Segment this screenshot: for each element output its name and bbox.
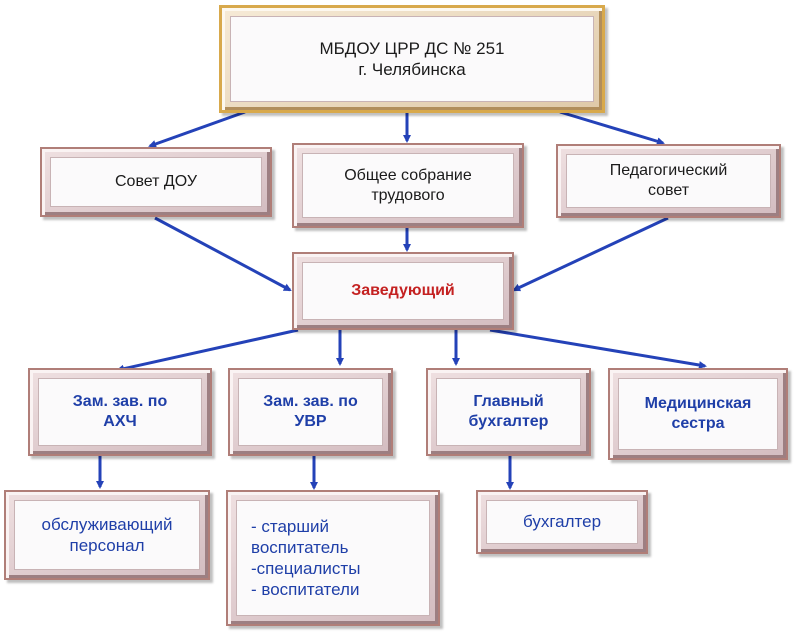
root-city: г. Челябинска xyxy=(358,60,466,79)
vospitateli-line-1: - старший xyxy=(251,516,330,536)
buhgalter-box: бухгалтер xyxy=(476,490,648,554)
sovet-dou-box: Совет ДОУ xyxy=(40,147,272,217)
glavbuh-box: Главный бухгалтер xyxy=(426,368,591,456)
root-org-box: МБДОУ ЦРР ДС № 251 г. Челябинска xyxy=(219,5,605,113)
zaveduyushchiy-label: Заведующий xyxy=(351,282,455,299)
zaveduyushchiy-box: Заведующий xyxy=(292,252,514,330)
glavbuh-label-1: Главный xyxy=(473,393,544,410)
medsestra-label-2: сестра xyxy=(671,415,725,432)
obsluzhivayushchiy-label-2: персонал xyxy=(69,536,145,555)
obshchee-sobranie-label-2: трудового xyxy=(371,186,445,204)
zam-ahch-label-2: АХЧ xyxy=(103,413,137,430)
glavbuh-label-2: бухгалтер xyxy=(468,413,549,430)
root-title: МБДОУ ЦРР ДС № 251 xyxy=(319,38,505,58)
arrow-head-to-medsestra xyxy=(489,328,707,369)
vospitateli-line-2: воспитатель xyxy=(251,537,349,557)
obsluzhivayushchiy-label-1: обслуживающий xyxy=(41,514,173,534)
vospitateli-line-4: - воспитатели xyxy=(251,580,360,600)
sovet-dou-label: Совет ДОУ xyxy=(114,173,197,190)
arrow-head-to-ahch xyxy=(116,328,299,373)
ped-sovet-label-1: Педагогический xyxy=(609,162,728,179)
arrow-root-to-sovet-dou xyxy=(148,110,246,148)
obshchee-sobranie-label-1: Общее собрание xyxy=(344,166,472,184)
arrow-sovet-dou-to-head xyxy=(154,216,292,292)
medsestra-box: Медицинская сестра xyxy=(608,368,788,460)
medsestra-label-1: Медицинская xyxy=(644,395,752,412)
zam-ahch-label-1: Зам. зав. по xyxy=(72,393,168,410)
zam-uvr-label-1: Зам. зав. по xyxy=(263,393,358,410)
zam-uvr-label-2: УВР xyxy=(294,413,327,430)
zam-uvr-box: Зам. зав. по УВР xyxy=(228,368,393,456)
ped-sovet-label-2: совет xyxy=(647,182,690,199)
ped-sovet-box: Педагогический совет xyxy=(556,144,781,218)
vospitateli-box: - старший воспитатель -специалисты - вос… xyxy=(226,490,440,626)
arrow-root-to-ped-sovet xyxy=(559,110,665,146)
arrow-ped-sovet-to-head xyxy=(512,216,669,292)
zam-ahch-box: Зам. зав. по АХЧ xyxy=(28,368,212,456)
obshchee-sobranie-box: Общее собрание трудового xyxy=(292,143,524,228)
buhgalter-label: бухгалтер xyxy=(522,512,602,532)
obsluzhivayushchiy-personal-box: обслуживающий персонал xyxy=(4,490,210,580)
vospitateli-line-3: -специалисты xyxy=(251,559,361,578)
